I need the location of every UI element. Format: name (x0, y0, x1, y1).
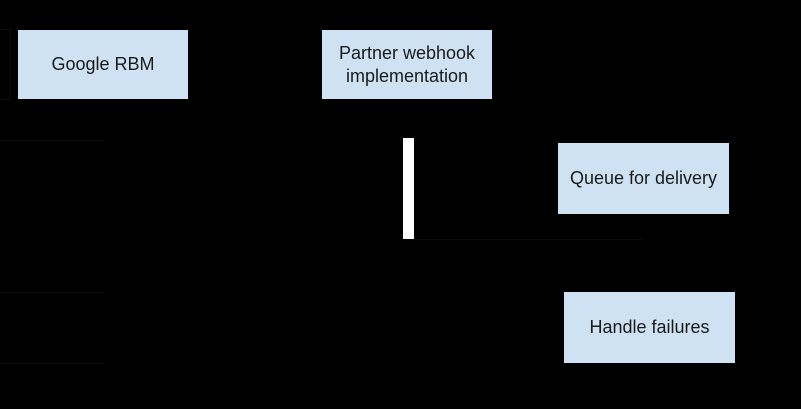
node-handle-failures: Handle failures (564, 292, 735, 363)
faint-message-line-3 (0, 363, 103, 364)
cropped-box-right-border-remnant (10, 29, 11, 100)
cropped-box-bottom-border-remnant (0, 99, 10, 100)
activation-bar (403, 138, 414, 239)
node-partner-webhook-implementation: Partner webhook implementation (322, 30, 492, 99)
faint-message-line-to-queue (414, 239, 643, 240)
cropped-box-top-border-remnant (0, 29, 10, 30)
faint-message-line-2 (0, 292, 103, 293)
faint-message-line-1 (0, 140, 103, 141)
node-queue-for-delivery: Queue for delivery (558, 143, 729, 214)
node-google-rbm: Google RBM (18, 30, 188, 99)
